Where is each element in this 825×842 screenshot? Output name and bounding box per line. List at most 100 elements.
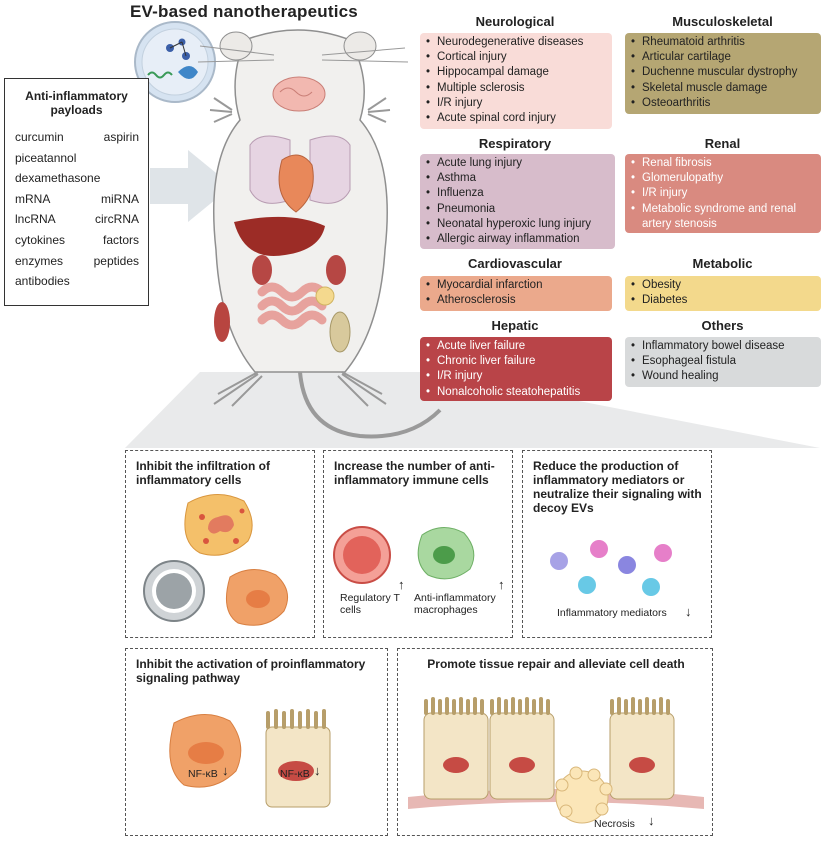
metabolic-title: Metabolic <box>692 256 753 271</box>
renal-list: Renal fibrosisGlomerulopathyI/R injuryMe… <box>631 156 817 232</box>
muscle-icon <box>214 302 230 342</box>
renal-item: Renal fibrosis <box>631 156 817 171</box>
heart-icon <box>278 154 314 213</box>
nfkb-label-epithelial: NF-κB <box>280 768 310 780</box>
metabolic-list: ObesityDiabetes <box>631 278 817 309</box>
payload-item: miRNA <box>101 191 139 206</box>
payload-item: lncRNA <box>15 212 56 227</box>
signaling-illustration <box>169 709 331 808</box>
neurological-item: Neurodegenerative diseases <box>426 35 608 50</box>
neurological-item: I/R injury <box>426 96 608 111</box>
payload-item: dexamethasone <box>15 171 101 186</box>
neurological-box: Neurodegenerative diseasesCortical injur… <box>420 33 612 129</box>
mediators-label: Inflammatory mediators <box>557 607 667 619</box>
musculoskeletal-item: Rheumatoid arthritis <box>631 35 817 50</box>
panel-repair: Promote tissue repair and alleviate cell… <box>397 648 713 836</box>
panel-infiltration-title: Inhibit the infiltration of inflammatory… <box>136 459 270 487</box>
renal-item: Metabolic syndrome and renal artery sten… <box>631 202 817 232</box>
musculoskeletal-box: Rheumatoid arthritisArticular cartilageD… <box>625 33 821 114</box>
payload-row: lncRNA circRNA <box>15 209 139 230</box>
payload-item: curcumin <box>15 130 64 144</box>
payload-item: factors <box>102 232 139 247</box>
mediator-icon <box>654 544 672 562</box>
mediators-down-arrow: ↓ <box>685 604 692 619</box>
cardiovascular-item: Myocardial infarction <box>426 278 608 293</box>
musculoskeletal-list: Rheumatoid arthritisArticular cartilageD… <box>631 35 817 111</box>
protein-icon <box>178 66 198 79</box>
musculoskeletal-title: Musculoskeletal <box>672 14 773 29</box>
metabolic-item: Obesity <box>631 278 817 293</box>
delivery-arrow <box>150 150 232 222</box>
others-item: Inflammatory bowel disease <box>631 339 817 354</box>
macrophage-label: Anti-inflammatory macrophages <box>414 592 496 616</box>
renal-box: Renal fibrosisGlomerulopathyI/R injuryMe… <box>625 154 821 233</box>
hepatic-item: Nonalcoholic steatohepatitis <box>426 385 608 400</box>
payload-item: mRNA <box>15 191 51 206</box>
others-item: Wound healing <box>631 369 817 384</box>
necrosis-down-arrow: ↓ <box>648 813 655 828</box>
liver-icon <box>234 216 325 257</box>
hepatic-item: Acute liver failure <box>426 339 608 354</box>
neurological-item: Hippocampal damage <box>426 65 608 80</box>
musculoskeletal-item: Duchenne muscular dystrophy <box>631 65 817 80</box>
projection-funnel <box>125 372 820 448</box>
epithelial-cell-icon <box>423 712 489 800</box>
cardiovascular-item: Atherosclerosis <box>426 293 608 308</box>
others-box: Inflammatory bowel diseaseEsophageal fis… <box>625 337 821 387</box>
hepatic-box: Acute liver failureChronic liver failure… <box>420 337 612 401</box>
panel-mediators-title: Reduce the production of inflammatory me… <box>533 459 702 515</box>
metabolic-box: ObesityDiabetes <box>625 276 821 311</box>
musculoskeletal-item: Skeletal muscle damage <box>631 81 817 96</box>
immune-cells-illustration <box>333 526 475 584</box>
joint-icon <box>329 311 351 353</box>
renal-title: Renal <box>704 136 741 151</box>
payload-item: cytokines <box>15 232 66 247</box>
neurological-item: Cortical injury <box>426 50 608 65</box>
necrosis-label: Necrosis <box>594 818 635 830</box>
intestine-icon <box>257 282 327 330</box>
renal-item: I/R injury <box>631 186 817 201</box>
mouse-tail <box>298 371 442 439</box>
mediator-icon <box>618 556 636 574</box>
metabolic-item: Diabetes <box>631 293 817 308</box>
renal-item: Glomerulopathy <box>631 171 817 186</box>
payload-item: peptides <box>93 253 139 268</box>
nfkb-down-arrow-macrophage: ↓ <box>222 763 229 778</box>
treg-label: Regulatory T cells <box>340 592 400 616</box>
cardiovascular-title: Cardiovascular <box>468 256 562 271</box>
payload-row: cytokines factors <box>15 230 139 251</box>
hepatic-list: Acute liver failureChronic liver failure… <box>426 339 608 400</box>
panel-mediators: Reduce the production of inflammatory me… <box>522 450 712 638</box>
payload-item: piceatannol <box>15 150 77 165</box>
panel-signaling: Inhibit the activation of proinflammator… <box>125 648 388 836</box>
panel-immune-title: Increase the number of anti-inflammatory… <box>334 459 495 487</box>
macrophage-up-arrow: ↑ <box>498 577 505 592</box>
hepatic-item: Chronic liver failure <box>426 354 608 369</box>
mediators-illustration <box>550 540 672 596</box>
panel-repair-title: Promote tissue repair and alleviate cell… <box>427 657 685 671</box>
panel-immune: Increase the number of anti-inflammatory… <box>323 450 513 638</box>
respiratory-item: Pneumonia <box>426 202 611 217</box>
repair-illustration <box>408 697 704 824</box>
mediator-icon <box>590 540 608 558</box>
others-list: Inflammatory bowel diseaseEsophageal fis… <box>631 339 817 385</box>
respiratory-box: Acute lung injuryAsthmaInfluenzaPneumoni… <box>420 154 615 249</box>
rna-icon <box>147 71 173 79</box>
musculoskeletal-item: Osteoarthritis <box>631 96 817 111</box>
epithelial-cell-icon <box>609 712 675 800</box>
page-title: EV-based nanotherapeutics <box>130 2 358 21</box>
others-title: Others <box>701 318 744 333</box>
cardiovascular-list: Myocardial infarctionAtherosclerosis <box>426 278 608 309</box>
mediator-icon <box>550 552 568 570</box>
respiratory-item: Allergic airway inflammation <box>426 232 611 247</box>
respiratory-title: Respiratory <box>478 136 552 151</box>
respiratory-item: Acute lung injury <box>426 156 611 171</box>
payload-item: circRNA <box>95 212 139 227</box>
payload-heading: Anti-inflammatory payloads <box>25 89 128 117</box>
mediator-icon <box>578 576 596 594</box>
